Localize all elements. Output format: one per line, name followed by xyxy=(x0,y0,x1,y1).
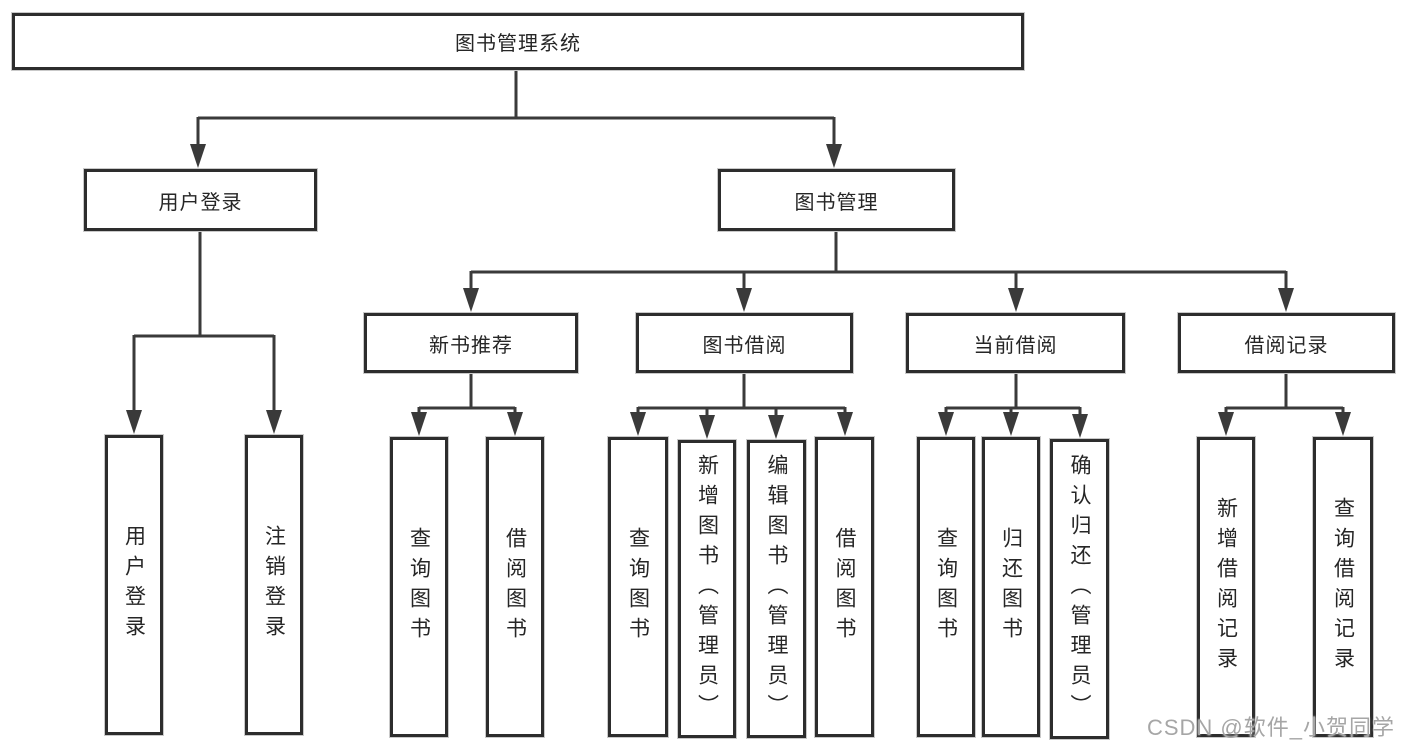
leaf-current-return-book-label: 归还图书 xyxy=(999,527,1023,647)
leaf-borrow-add-book: 新增图书（管理员） xyxy=(678,440,736,738)
node-user-login-label: 用户登录 xyxy=(158,191,243,214)
leaf-borrow-edit-book: 编辑图书（管理员） xyxy=(747,440,806,738)
node-book-borrow-label: 图书借阅 xyxy=(702,334,787,357)
leaf-logout-login-label: 注销登录 xyxy=(262,525,286,645)
node-root-label: 图书管理系统 xyxy=(455,33,581,55)
node-current-borrow: 当前借阅 xyxy=(906,313,1125,373)
node-book-borrow: 图书借阅 xyxy=(636,313,853,373)
leaf-borrow-borrow-book: 借阅图书 xyxy=(815,437,874,737)
leaf-recommend-query-book: 查询图书 xyxy=(390,437,448,737)
leaf-current-query-book: 查询图书 xyxy=(917,437,975,737)
leaf-recommend-borrow-book-label: 借阅图书 xyxy=(503,527,527,647)
leaf-recommend-query-book-label: 查询图书 xyxy=(407,527,431,647)
node-borrow-records-label: 借阅记录 xyxy=(1244,334,1329,357)
leaf-records-query-record: 查询借阅记录 xyxy=(1313,437,1373,737)
node-new-book-recommend-label: 新书推荐 xyxy=(429,334,513,357)
leaf-logout-login: 注销登录 xyxy=(245,435,303,735)
leaf-borrow-query-book-label: 查询图书 xyxy=(626,527,650,647)
leaf-borrow-edit-book-label: 编辑图书（管理员） xyxy=(765,454,788,724)
node-user-login: 用户登录 xyxy=(84,169,317,231)
leaf-current-query-book-label: 查询图书 xyxy=(934,527,958,647)
leaf-current-return-book: 归还图书 xyxy=(982,437,1040,737)
node-new-book-recommend: 新书推荐 xyxy=(364,313,578,373)
leaf-records-add-record-label: 新增借阅记录 xyxy=(1214,497,1238,677)
leaf-borrow-borrow-book-label: 借阅图书 xyxy=(833,527,856,647)
node-book-management: 图书管理 xyxy=(718,169,955,231)
leaf-recommend-borrow-book: 借阅图书 xyxy=(486,437,544,737)
leaf-borrow-add-book-label: 新增图书（管理员） xyxy=(695,454,719,724)
node-current-borrow-label: 当前借阅 xyxy=(973,334,1058,357)
leaf-records-add-record: 新增借阅记录 xyxy=(1197,437,1255,737)
node-book-management-label: 图书管理 xyxy=(794,191,879,214)
leaf-user-login-label: 用户登录 xyxy=(122,525,146,645)
csdn-watermark: CSDN @软件_小贺同学 xyxy=(1146,715,1395,740)
leaf-records-query-record-label: 查询借阅记录 xyxy=(1331,497,1355,677)
leaf-current-confirm-return: 确认归还（管理员） xyxy=(1050,439,1109,739)
leaf-user-login: 用户登录 xyxy=(105,435,163,735)
leaf-current-confirm-return-label: 确认归还（管理员） xyxy=(1068,454,1091,724)
node-root: 图书管理系统 xyxy=(12,13,1024,70)
node-borrow-records: 借阅记录 xyxy=(1178,313,1395,373)
leaf-borrow-query-book: 查询图书 xyxy=(608,437,668,737)
